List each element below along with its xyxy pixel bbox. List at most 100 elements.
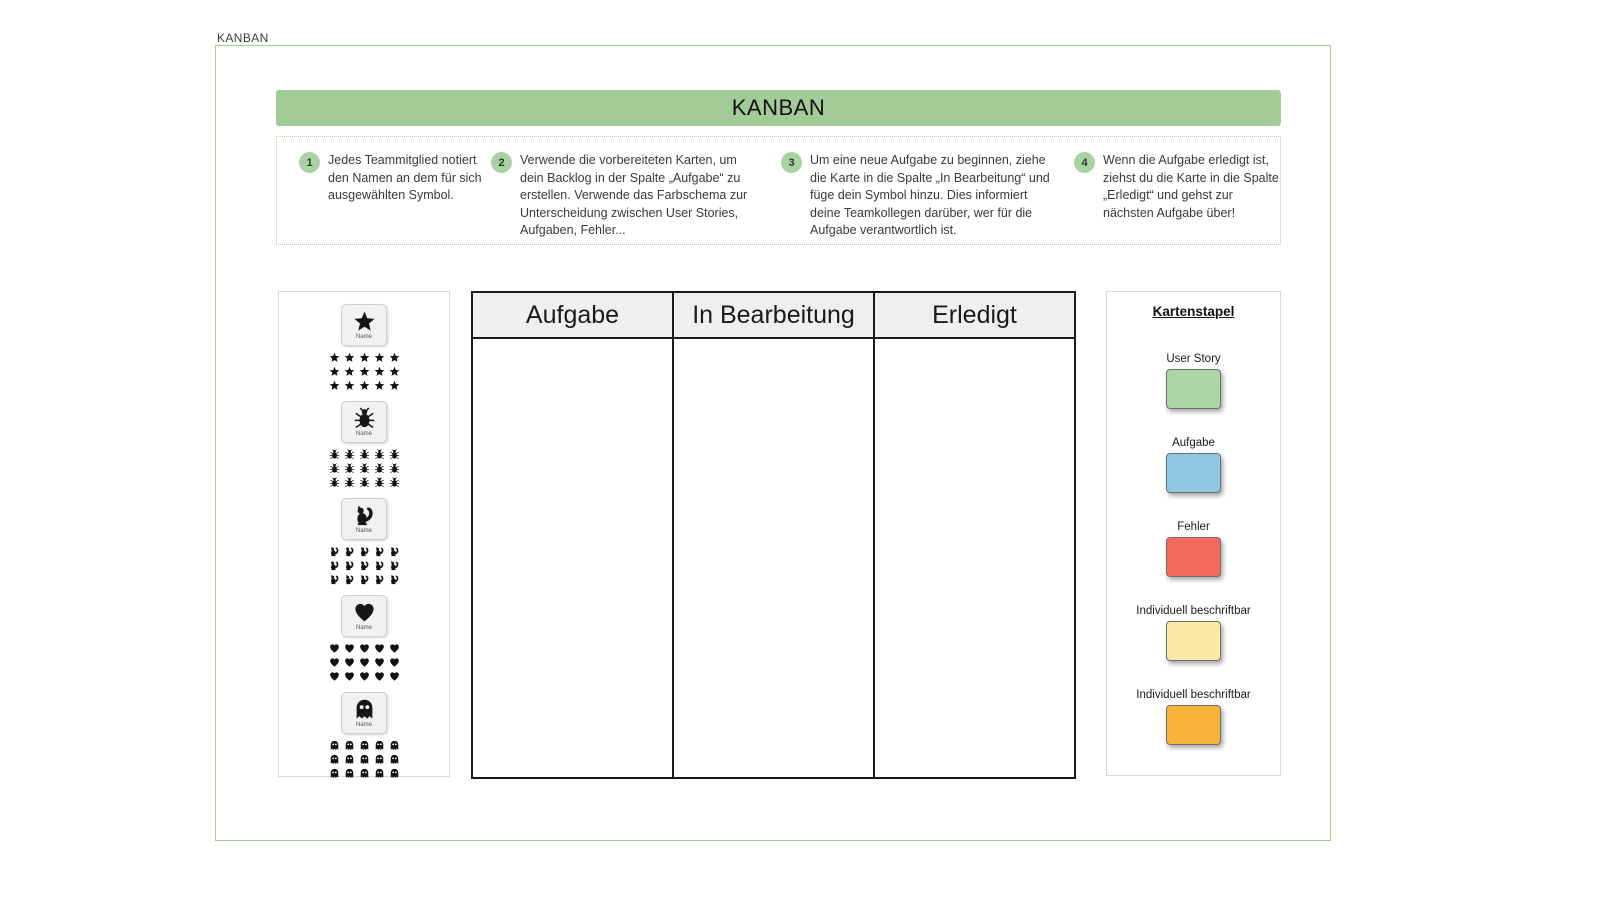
bug-name-card[interactable]: Name — [341, 401, 387, 443]
heart-icon[interactable] — [359, 671, 370, 682]
star-icon[interactable] — [359, 366, 370, 377]
star-icon[interactable] — [389, 366, 400, 377]
squirrel-icon[interactable] — [329, 560, 340, 571]
custom-card-yellow[interactable] — [1165, 621, 1221, 661]
heart-icon[interactable] — [389, 657, 400, 668]
star-icon[interactable] — [389, 352, 400, 363]
star-icon[interactable] — [344, 352, 355, 363]
heart-icon[interactable] — [359, 643, 370, 654]
ghost-icon[interactable] — [329, 754, 340, 765]
heart-icon[interactable] — [359, 657, 370, 668]
symbol-group-star: Name — [327, 304, 402, 392]
ghost-icon[interactable] — [329, 740, 340, 751]
squirrel-icon[interactable] — [344, 546, 355, 557]
star-icon[interactable] — [344, 380, 355, 391]
squirrel-icon[interactable] — [389, 574, 400, 585]
star-icon[interactable] — [329, 380, 340, 391]
squirrel-icon[interactable] — [344, 560, 355, 571]
squirrel-icon[interactable] — [374, 546, 385, 557]
card-stack-title: Kartenstapel — [1152, 304, 1235, 319]
star-icon[interactable] — [329, 366, 340, 377]
ghost-icon[interactable] — [374, 754, 385, 765]
title-bar: KANBAN — [276, 90, 1281, 126]
heart-icon[interactable] — [374, 657, 385, 668]
bug-icon[interactable] — [389, 449, 400, 460]
ghost-icon[interactable] — [359, 768, 370, 779]
heart-icon[interactable] — [344, 643, 355, 654]
heart-icon[interactable] — [329, 671, 340, 682]
ghost-icon[interactable] — [389, 754, 400, 765]
custom-card-orange[interactable] — [1165, 705, 1221, 745]
ghost-icon[interactable] — [329, 768, 340, 779]
user-story-card[interactable] — [1166, 369, 1221, 409]
heart-icon[interactable] — [374, 671, 385, 682]
heart-icon[interactable] — [344, 657, 355, 668]
star-icon — [353, 310, 376, 333]
heart-icon[interactable] — [329, 657, 340, 668]
bug-icon[interactable] — [359, 463, 370, 474]
squirrel-icon[interactable] — [329, 574, 340, 585]
star-icon[interactable] — [359, 352, 370, 363]
squirrel-name-card[interactable]: Name — [341, 498, 387, 540]
ghost-icon[interactable] — [344, 754, 355, 765]
symbol-group-squirrel: Name — [327, 498, 402, 586]
ghost-icon[interactable] — [374, 768, 385, 779]
bug-icon[interactable] — [344, 477, 355, 488]
column-erledigt[interactable] — [873, 339, 1074, 777]
squirrel-icon[interactable] — [374, 574, 385, 585]
heart-icon[interactable] — [374, 643, 385, 654]
squirrel-icon[interactable] — [389, 560, 400, 571]
bug-icon[interactable] — [389, 477, 400, 488]
star-icon[interactable] — [344, 366, 355, 377]
squirrel-icon[interactable] — [359, 560, 370, 571]
squirrel-icon[interactable] — [359, 574, 370, 585]
squirrel-icon[interactable] — [359, 546, 370, 557]
ghost-icon[interactable] — [389, 768, 400, 779]
bug-icon[interactable] — [344, 463, 355, 474]
heart-stamp-grid — [327, 641, 402, 683]
star-icon[interactable] — [359, 380, 370, 391]
star-icon[interactable] — [374, 352, 385, 363]
star-icon[interactable] — [374, 366, 385, 377]
star-icon[interactable] — [329, 352, 340, 363]
ghost-icon[interactable] — [344, 740, 355, 751]
bug-icon[interactable] — [329, 477, 340, 488]
bug-icon[interactable] — [374, 477, 385, 488]
bug-icon[interactable] — [359, 449, 370, 460]
ghost-name-card[interactable]: Name — [341, 692, 387, 734]
ghost-icon[interactable] — [359, 754, 370, 765]
bug-icon[interactable] — [374, 449, 385, 460]
heart-icon[interactable] — [389, 671, 400, 682]
bug-icon[interactable] — [329, 449, 340, 460]
star-name-card[interactable]: Name — [341, 304, 387, 346]
bug-icon[interactable] — [344, 449, 355, 460]
ghost-icon[interactable] — [389, 740, 400, 751]
ghost-icon[interactable] — [359, 740, 370, 751]
symbol-name-label: Name — [355, 431, 372, 437]
heart-icon — [353, 601, 376, 624]
bug-icon[interactable] — [374, 463, 385, 474]
ghost-icon[interactable] — [344, 768, 355, 779]
column-aufgabe[interactable] — [473, 339, 672, 777]
fehler-card[interactable] — [1166, 537, 1221, 577]
squirrel-icon[interactable] — [344, 574, 355, 585]
bug-icon[interactable] — [389, 463, 400, 474]
squirrel-icon[interactable] — [389, 546, 400, 557]
squirrel-icon[interactable] — [329, 546, 340, 557]
squirrel-icon[interactable] — [374, 560, 385, 571]
symbol-name-label: Name — [355, 528, 372, 534]
star-icon[interactable] — [389, 380, 400, 391]
card-stack-label: User Story — [1166, 353, 1221, 365]
bug-icon[interactable] — [329, 463, 340, 474]
star-icon[interactable] — [374, 380, 385, 391]
heart-icon[interactable] — [329, 643, 340, 654]
aufgabe-card[interactable] — [1166, 453, 1221, 493]
heart-icon[interactable] — [344, 671, 355, 682]
squirrel-icon — [353, 504, 376, 527]
bug-icon[interactable] — [359, 477, 370, 488]
heart-icon[interactable] — [389, 643, 400, 654]
heart-name-card[interactable]: Name — [341, 595, 387, 637]
column-in-bearbeitung[interactable] — [672, 339, 873, 777]
ghost-icon[interactable] — [374, 740, 385, 751]
